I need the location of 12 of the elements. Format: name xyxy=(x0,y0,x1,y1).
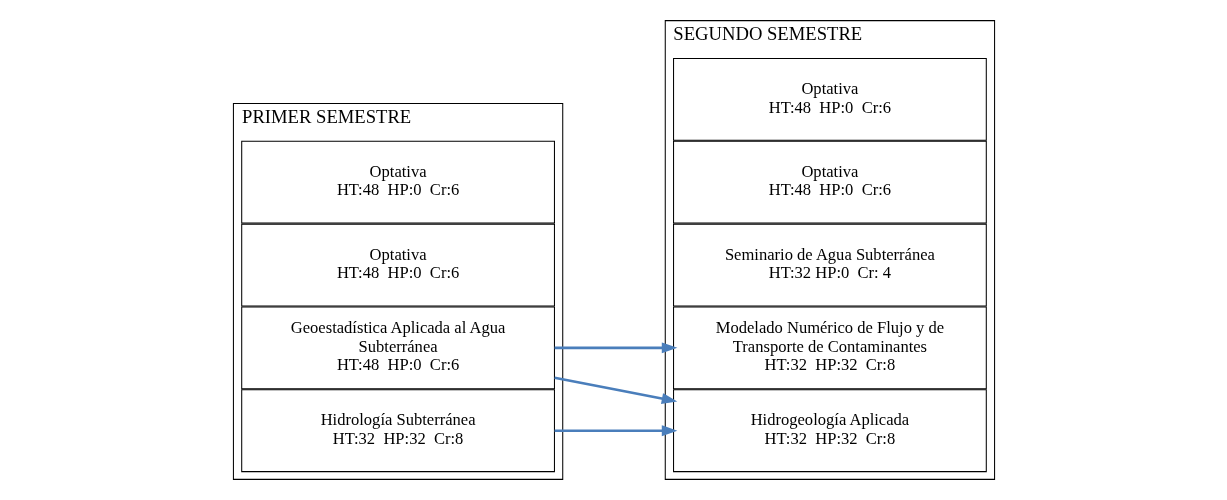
node-box: Optativa HT:48 HP:0 Cr:6 xyxy=(672,57,987,141)
arrow xyxy=(554,425,677,437)
node-box: Hidrología Subterránea HT:32 HP:32 Cr:8 xyxy=(240,389,555,473)
node-box: Seminario de Agua Subterránea HT:32 HP:0 Cr: 4 xyxy=(672,223,987,307)
arrow xyxy=(554,342,677,354)
node-box: Optativa HT:48 HP:0 Cr:6 xyxy=(240,140,555,224)
node-box: Geoestadística Aplicada al Agua Subterránea HT:48 HP:0 Cr:6 xyxy=(240,306,555,390)
node-box: Optativa HT:48 HP:0 Cr:6 xyxy=(240,223,555,307)
node-box: Modelado Numérico de Flujo y de Transporte de Contaminantes HT:32 HP:32 Cr:8 xyxy=(672,306,987,390)
node-box: Optativa HT:48 HP:0 Cr:6 xyxy=(672,140,987,224)
node-box: Hidrogeología Aplicada HT:32 HP:32 Cr:8 xyxy=(672,389,987,473)
arrow xyxy=(553,376,677,404)
